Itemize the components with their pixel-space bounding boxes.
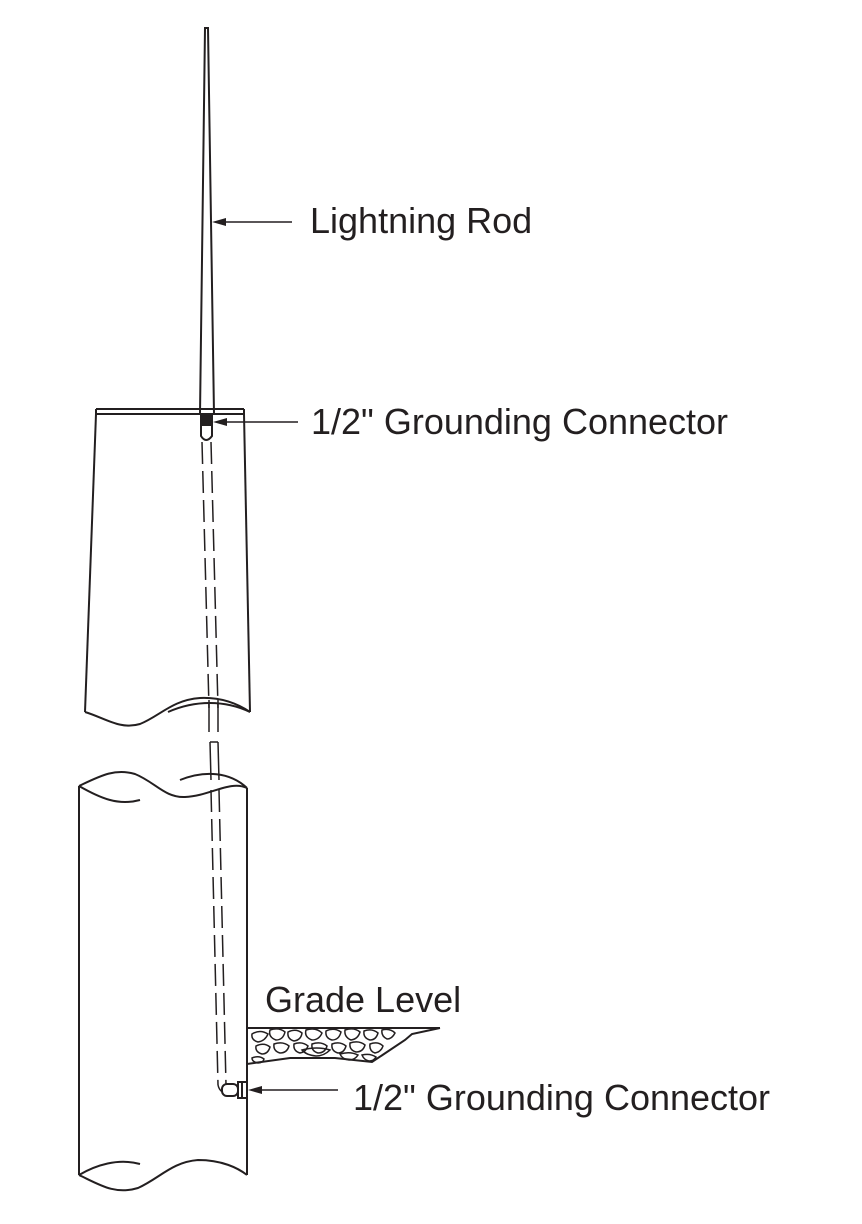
leader-top-connector	[213, 418, 298, 426]
gravel-texture	[251, 1028, 396, 1064]
lower-ground-conductor	[210, 789, 233, 1095]
lower-pole-section	[78, 770, 248, 1192]
top-grounding-connector	[200, 415, 213, 441]
lightning-rod-label: Lightning Rod	[310, 200, 532, 241]
leader-lightning-rod	[212, 218, 292, 226]
upper-ground-conductor	[201, 441, 219, 732]
top-connector-label: 1/2" Grounding Connector	[311, 401, 728, 442]
leader-bottom-connector	[248, 1086, 338, 1094]
upper-pole-section	[84, 408, 251, 727]
bottom-grounding-connector	[221, 1081, 248, 1099]
grade-level-gravel	[246, 1027, 441, 1066]
bottom-connector-label: 1/2" Grounding Connector	[353, 1077, 770, 1118]
grade-level-label: Grade Level	[265, 979, 461, 1020]
lightning-rod	[198, 27, 216, 415]
